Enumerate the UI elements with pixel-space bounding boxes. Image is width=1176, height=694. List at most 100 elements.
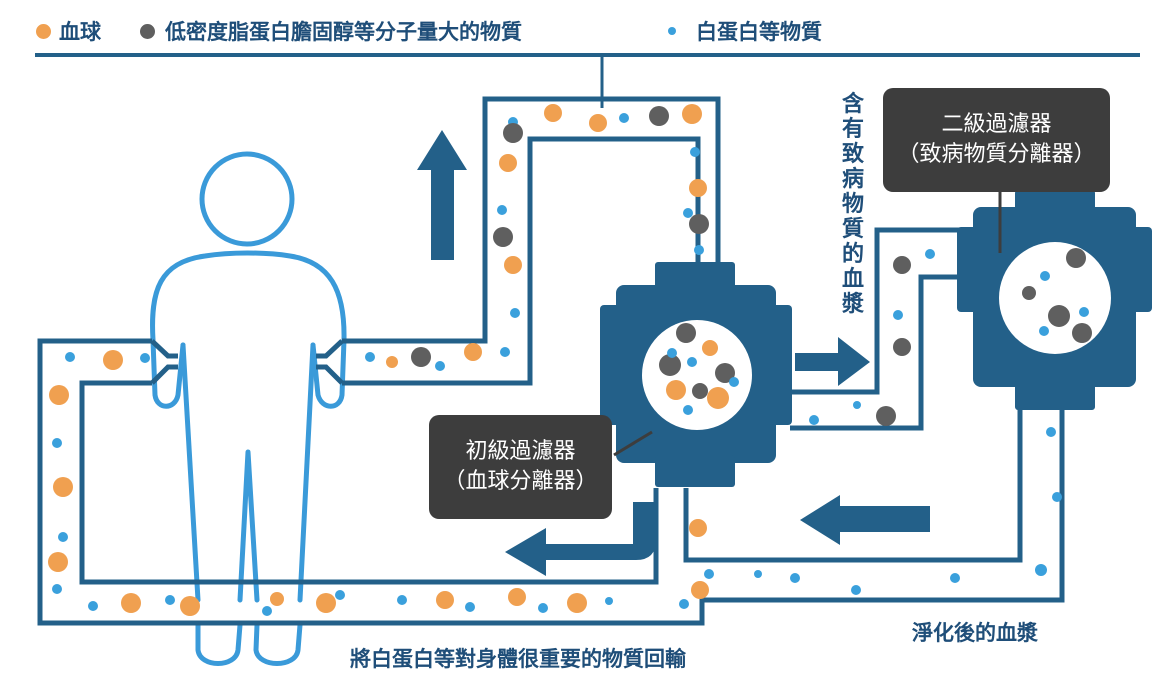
legend-label: 白蛋白等物質: [696, 20, 822, 44]
outflow-tube-inner: [342, 96, 721, 344]
blood-cell-dot: [121, 593, 141, 613]
albumin-dot: [754, 570, 762, 578]
albumin-dot: [397, 595, 407, 605]
albumin-dot: [853, 401, 861, 409]
particles-layer: [48, 104, 1092, 616]
albumin-dot: [335, 590, 345, 600]
albumin-dot: [500, 347, 510, 357]
secondary-filter-subtitle: （致病物質分離器）: [897, 142, 1096, 167]
legend-label: 低密度脂蛋白膽固醇等分子量大的物質: [165, 20, 522, 44]
blood-cell-dot: [508, 588, 526, 606]
legend-blood-cell: 血球: [36, 16, 101, 46]
ldl-dot: [493, 227, 513, 247]
albumin-dot: [925, 249, 935, 259]
ldl-dot: [503, 123, 523, 143]
albumin-dot: [704, 569, 714, 579]
blood-cell-dot: [48, 552, 68, 572]
albumin-dot: [140, 353, 150, 363]
albumin-dot: [165, 595, 175, 605]
blood-cell-dot: [49, 385, 69, 405]
albumin-dot: [497, 205, 507, 215]
ldl-dot: [1072, 323, 1092, 343]
albumin-dot: [679, 599, 689, 609]
blood-cell-dot: [386, 356, 398, 368]
ldl-dot: [1066, 248, 1086, 268]
albumin-dot: [950, 573, 960, 583]
ldl-dot: [692, 383, 708, 399]
blood-cell-dot: [504, 256, 522, 274]
blood-cell-dot: [53, 477, 73, 497]
blue-dot-icon: [668, 27, 676, 35]
albumin-dot: [667, 348, 677, 358]
blood-cell-dot: [666, 380, 686, 400]
legend-ldl: 低密度脂蛋白膽固醇等分子量大的物質: [140, 16, 522, 46]
primary-callout-pointer: [613, 430, 653, 457]
pathogenic-plasma-label: 含有致病物質的血漿: [841, 92, 864, 317]
albumin-dot: [683, 405, 693, 415]
albumin-dot: [58, 532, 68, 542]
ldl-dot: [1048, 305, 1070, 327]
albumin-dot: [1035, 564, 1047, 576]
legend-albumin: 白蛋白等物質: [668, 16, 822, 46]
return-tube-inner: [79, 380, 659, 585]
blood-cell-dot: [464, 343, 482, 361]
albumin-dot: [1039, 326, 1049, 336]
blood-cell-dot: [691, 581, 709, 599]
albumin-dot: [1079, 307, 1089, 317]
blood-cell-dot: [702, 340, 718, 356]
arrow-return-icon: [505, 502, 656, 576]
blood-cell-dot: [103, 350, 123, 370]
albumin-dot: [88, 601, 98, 611]
ldl-dot: [659, 354, 681, 376]
albumin-dot: [690, 147, 700, 157]
ldl-dot: [676, 323, 696, 343]
blood-cell-dot: [689, 179, 707, 197]
ldl-dot: [1022, 286, 1036, 300]
return-tube-outer: [37, 338, 1065, 626]
blood-cell-dot: [180, 596, 200, 616]
albumin-dot: [619, 113, 629, 123]
albumin-dot: [683, 208, 693, 218]
albumin-dot: [52, 584, 62, 594]
albumin-dot: [790, 573, 800, 583]
albumin-dot: [729, 377, 739, 387]
blood-cell-dot: [436, 591, 454, 609]
ldl-dot: [689, 214, 709, 234]
albumin-dot: [65, 352, 75, 362]
albumin-dot: [605, 597, 613, 605]
albumin-dot: [1046, 427, 1056, 437]
plasma-tube-outer: [790, 274, 962, 431]
ldl-dot: [876, 406, 896, 426]
albumin-dot: [851, 585, 861, 595]
albumin-dot: [435, 361, 445, 371]
left-needle: [150, 339, 178, 385]
primary-filter-subtitle: （血球分離器）: [443, 469, 598, 494]
secondary-filter-callout: 二級過濾器 （致病物質分離器）: [883, 88, 1110, 192]
blood-cell-dot: [689, 519, 707, 537]
arrow-right-icon: [795, 337, 870, 386]
blood-cell-dot: [589, 114, 607, 132]
return-label: 將白蛋白等對身體很重要的物質回輸: [350, 647, 686, 671]
albumin-dot: [687, 357, 697, 367]
albumin-dot: [538, 603, 548, 613]
albumin-dot: [1040, 271, 1050, 281]
secondary-filter-title: 二級過濾器: [941, 112, 1052, 137]
albumin-dot: [510, 308, 520, 318]
arrow-left-icon: [800, 495, 930, 545]
legend-label: 血球: [59, 20, 101, 44]
arrow-up-icon: [417, 130, 467, 260]
blood-cell-dot: [567, 593, 587, 613]
albumin-dot: [694, 245, 704, 255]
ldl-dot: [715, 363, 735, 383]
person-icon: [150, 151, 347, 666]
ldl-dot: [893, 256, 911, 274]
primary-filter-icon: [600, 262, 792, 487]
albumin-dot: [465, 602, 475, 612]
blood-cell-dot: [707, 387, 729, 409]
blood-cell-dot: [544, 104, 562, 122]
plasma-tube-inner: [790, 227, 962, 395]
primary-filter-title: 初級過濾器: [465, 439, 576, 464]
albumin-dot: [52, 438, 62, 448]
return-tube-inner-b: [683, 410, 1023, 563]
